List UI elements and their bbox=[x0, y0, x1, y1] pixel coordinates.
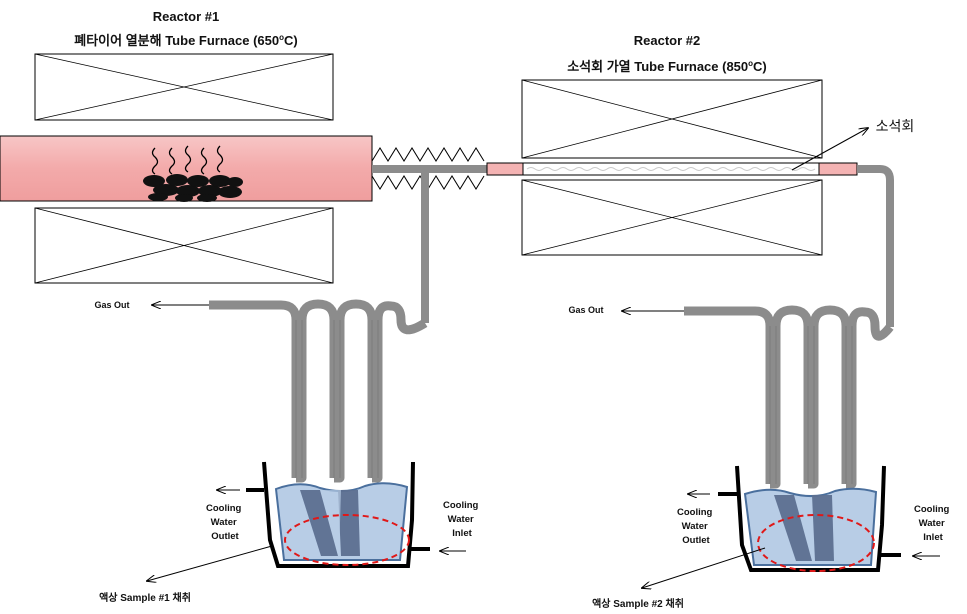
reactor2-gas-pipe bbox=[857, 165, 894, 327]
reactor2-gas-out-label: Gas Out bbox=[568, 305, 603, 315]
reactor2-heater-bottom bbox=[521, 179, 823, 256]
reactor1-heater-top bbox=[34, 53, 334, 121]
reactor2-condenser-coil bbox=[684, 305, 894, 489]
reactor2-sample-label: 액상 Sample #2 채취 bbox=[592, 597, 684, 610]
reactor2-coil-hatch bbox=[769, 326, 853, 484]
reactor1-subtitle: 폐타이어 열분해 Tube Furnace (650oC) bbox=[74, 33, 297, 48]
reactor1-heater-bottom bbox=[34, 207, 334, 284]
reactor2-tube bbox=[486, 162, 858, 176]
reactor1-title: Reactor #1 bbox=[153, 9, 219, 24]
reactor1-sample-ring bbox=[284, 514, 410, 566]
reactor1-sample-label: 액상 Sample #1 채취 bbox=[99, 591, 191, 604]
reactor1-cooling-bath bbox=[246, 461, 430, 568]
reactor2-cooling-outlet-label: Cooling Water Outlet bbox=[677, 507, 715, 546]
reactor2-bed-pointer bbox=[791, 128, 868, 171]
reactor1-coil-hatch bbox=[295, 320, 379, 478]
smoke-icon bbox=[151, 145, 224, 175]
reactor2-title: Reactor #2 bbox=[634, 33, 700, 48]
reactor1-cooling-outlet-label: Cooling Water Outlet bbox=[206, 503, 244, 542]
reactor2-subtitle: 소석회 가열 Tube Furnace (850oC) bbox=[567, 59, 767, 74]
reactor1-cooling-inlet-label: Cooling Water Inlet bbox=[443, 500, 481, 539]
reactor2-sample-ring bbox=[757, 514, 875, 572]
reactor1-gas-pipe bbox=[372, 165, 490, 323]
reactor1-sample-pointer bbox=[147, 545, 273, 581]
reactor1-gas-out-label: Gas Out bbox=[94, 300, 129, 310]
reactor2-heater-top bbox=[521, 79, 823, 159]
waste-tire-chips bbox=[143, 174, 243, 202]
reactor2-cooling-inlet-label: Cooling Water Inlet bbox=[914, 504, 952, 543]
reactor2-sample-pointer bbox=[642, 547, 766, 588]
reactor1-condenser-coil bbox=[209, 299, 428, 483]
reactor2-cooling-bath bbox=[718, 465, 901, 572]
reactor2-bed-label: 소석회 bbox=[876, 118, 915, 134]
